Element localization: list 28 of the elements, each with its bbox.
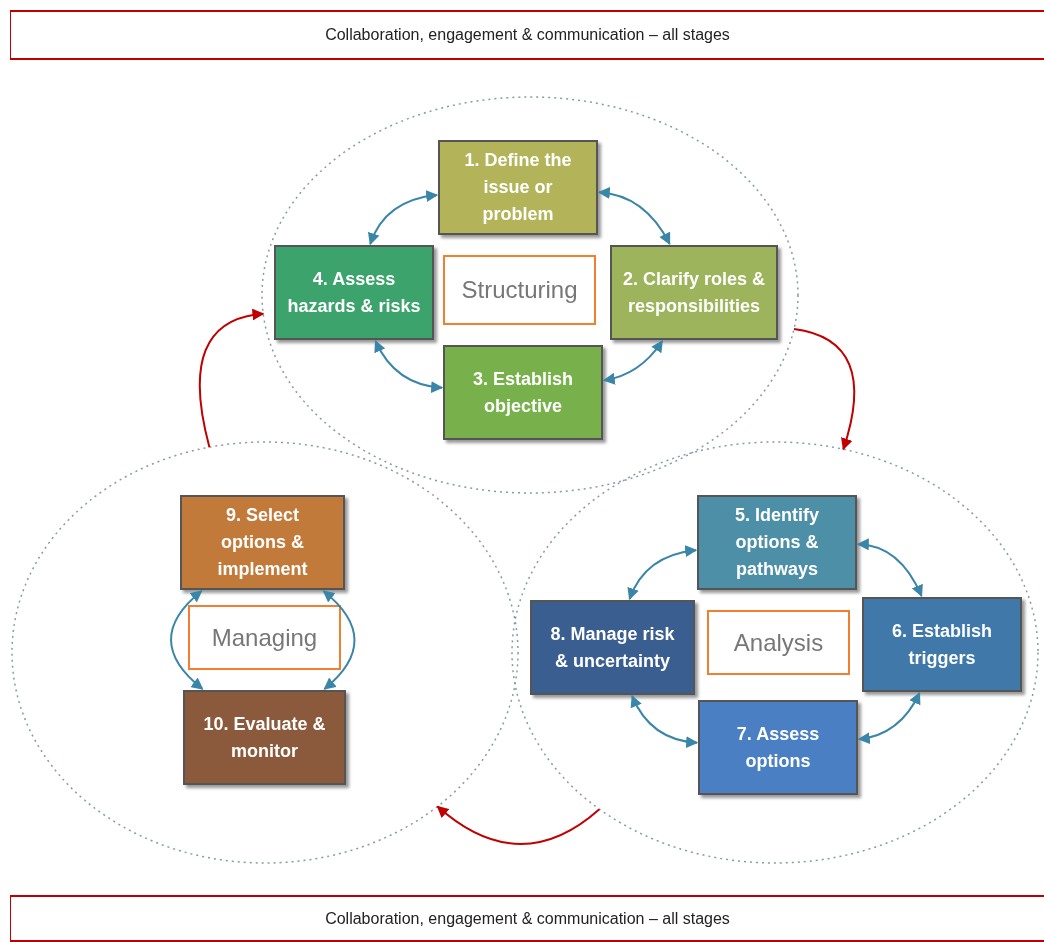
process-box: 7. Assess options (698, 700, 858, 795)
process-box: 2. Clarify roles & responsibilities (610, 245, 778, 340)
process-box: 1. Define the issue or problem (438, 140, 598, 235)
arrow (368, 190, 439, 246)
arrow (374, 339, 444, 393)
banner: Collaboration, engagement & communication – all stages (10, 10, 1044, 60)
arrow (857, 691, 921, 744)
stage-label: Structuring (443, 255, 596, 325)
arrow (631, 694, 699, 748)
process-box: 6. Establish triggers (862, 597, 1022, 692)
stage-label: Managing (188, 605, 341, 670)
arrow (198, 309, 265, 449)
process-box: 3. Establish objective (443, 345, 603, 440)
process-box: 5. Identify options & pathways (697, 495, 857, 590)
process-box: 8. Manage risk & uncertainty (530, 600, 695, 695)
arrow (793, 327, 856, 451)
arrow (170, 590, 204, 690)
arrow (322, 590, 356, 690)
banner: Collaboration, engagement & communication – all stages (10, 895, 1044, 942)
process-box: 10. Evaluate & monitor (183, 690, 346, 785)
arrow (602, 340, 664, 385)
arrow (856, 538, 923, 598)
process-box: 4. Assess hazards & risks (274, 245, 434, 340)
arrow (628, 545, 698, 601)
arrow (597, 187, 671, 246)
arrow (436, 805, 601, 845)
process-box: 9. Select options & implement (180, 495, 345, 590)
stage-label: Analysis (707, 610, 850, 675)
